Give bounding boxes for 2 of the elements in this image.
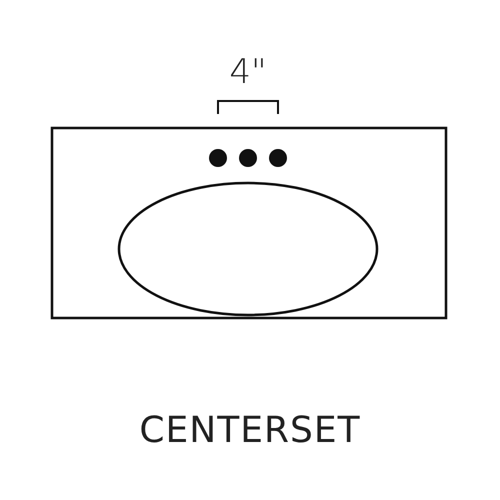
dimension-label: 4" [228,52,268,92]
caption: CENTERSET [138,410,362,451]
